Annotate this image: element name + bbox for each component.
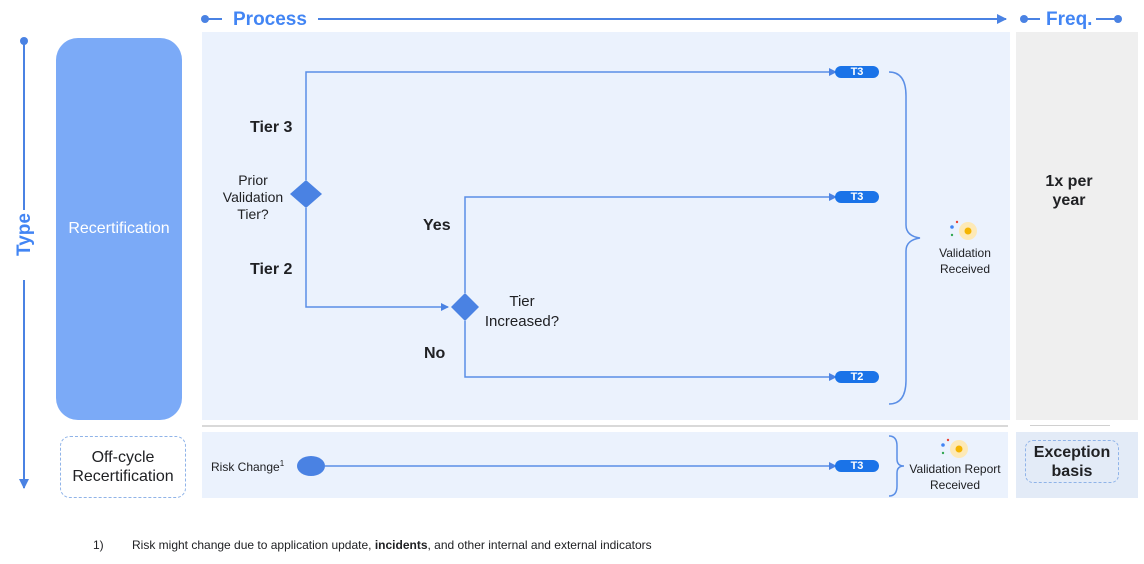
freq-header: Freq. (1046, 9, 1093, 30)
no-label: No (424, 345, 446, 362)
tag-t3-mid: T3 (835, 191, 879, 203)
footnote-text: Risk might change due to application upd… (132, 538, 652, 552)
frequency-panel (1016, 32, 1138, 420)
validation-badge-icon (950, 220, 977, 240)
tier3-label: Tier 3 (250, 119, 293, 136)
prior-validation-label: Prior Validation Tier? (222, 172, 284, 222)
validation-received-label: Validation Received (939, 246, 991, 276)
footnote-text-after: , and other internal and external indica… (427, 538, 652, 552)
row-divider (202, 425, 1008, 427)
type-header: Type (14, 213, 35, 256)
offcycle-frequency: Exception basis (1025, 440, 1119, 483)
offcycle-row-label: Off-cycle Recertification (60, 436, 186, 498)
risk-change-text: Risk Change (211, 460, 280, 474)
yes-label: Yes (423, 217, 451, 234)
risk-change-footnote-ref: 1 (279, 459, 285, 468)
tag-t2: T2 (835, 371, 879, 383)
tier2-label: Tier 2 (250, 261, 293, 278)
process-header: Process (233, 9, 307, 30)
footnote-text-before: Risk might change due to application upd… (132, 538, 375, 552)
process-axis-arrow (201, 14, 1007, 24)
freq-axis-line (1020, 15, 1122, 23)
prior-tier-diamond (290, 180, 322, 208)
footnote-number: 1) (93, 538, 104, 552)
footnote-text-bold: incidents (374, 538, 428, 552)
recertification-row-label: Recertification (56, 38, 182, 420)
recert-frequency: 1x per year (1045, 173, 1093, 209)
risk-change-label: Risk Change1 (211, 459, 284, 474)
tier-branch-lines (305, 68, 837, 470)
report-brace (888, 435, 905, 497)
process-panel (202, 32, 1010, 420)
risk-change-node (297, 456, 325, 476)
tag-t3-top: T3 (835, 66, 879, 78)
tier-increased-label: Tier Increased? (484, 293, 560, 330)
validation-brace (888, 71, 921, 405)
validation-report-label: Validation Report Received (909, 462, 1001, 492)
tier-increased-diamond (451, 293, 479, 321)
freq-divider (1030, 425, 1110, 426)
validation-report-icon (941, 438, 968, 458)
type-axis-arrow (19, 37, 29, 489)
tag-t3-offcycle: T3 (835, 460, 879, 472)
